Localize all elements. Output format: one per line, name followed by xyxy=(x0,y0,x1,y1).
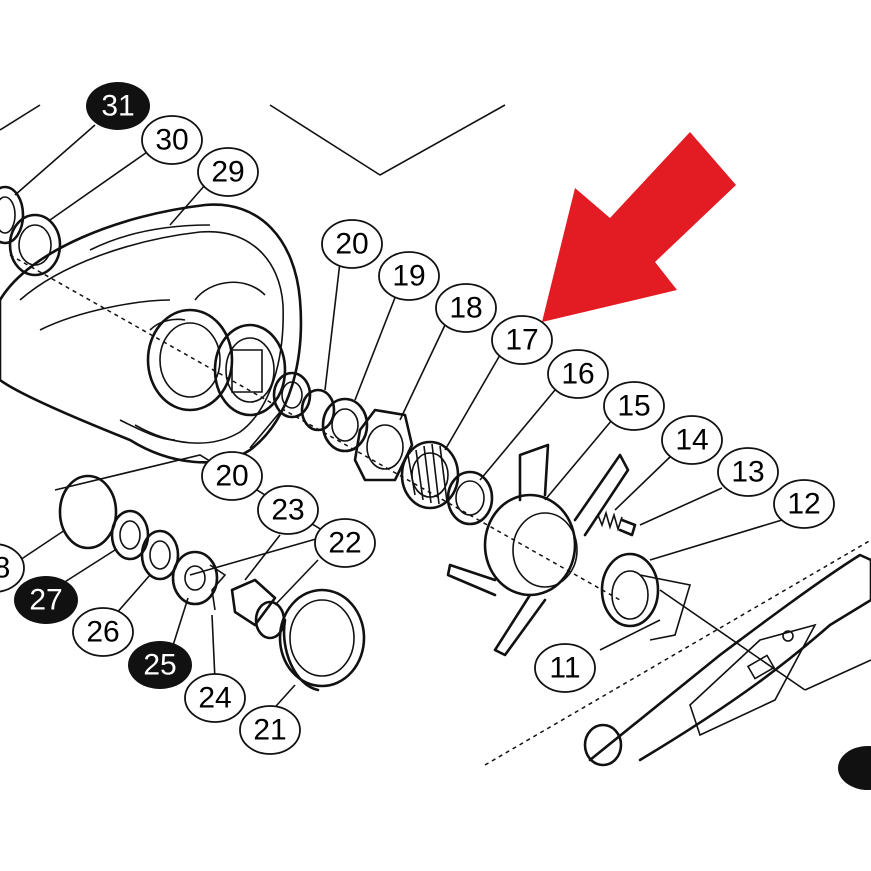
svg-text:25: 25 xyxy=(143,649,176,682)
callout-30: 30 xyxy=(141,115,203,165)
callout-18: 18 xyxy=(435,283,497,333)
svg-text:8: 8 xyxy=(0,552,10,585)
callout-14: 14 xyxy=(661,415,723,465)
svg-text:19: 19 xyxy=(392,260,425,293)
svg-text:17: 17 xyxy=(505,324,538,357)
cap-21 xyxy=(278,588,366,692)
svg-text:21: 21 xyxy=(253,714,286,747)
highlight-arrow xyxy=(542,132,736,322)
svg-text:30: 30 xyxy=(155,124,188,157)
washer-19 xyxy=(321,397,369,453)
svg-text:29: 29 xyxy=(211,156,244,189)
callout-19: 19 xyxy=(378,251,440,301)
svg-text:31: 31 xyxy=(101,90,134,123)
callout-25: 25 xyxy=(128,641,192,689)
svg-text:18: 18 xyxy=(449,292,482,325)
svg-text:26: 26 xyxy=(86,616,119,649)
callout-31: 31 xyxy=(86,82,150,130)
callout-28-partial: 8 xyxy=(0,543,25,593)
callout-20-lower: 20 xyxy=(201,451,263,501)
washer-20 xyxy=(272,371,336,432)
svg-text:24: 24 xyxy=(198,682,231,715)
svg-text:12: 12 xyxy=(787,488,820,521)
svg-text:20: 20 xyxy=(335,228,368,261)
washer-12 xyxy=(600,552,692,641)
svg-text:22: 22 xyxy=(328,527,361,560)
callout-24: 24 xyxy=(184,673,246,723)
handle-arm xyxy=(583,553,871,767)
svg-text:13: 13 xyxy=(731,456,764,489)
callout-26: 26 xyxy=(72,607,134,657)
star-drag-15 xyxy=(446,443,630,657)
washer-16 xyxy=(446,470,494,526)
svg-text:16: 16 xyxy=(561,358,594,391)
bearing-and-collar xyxy=(0,185,62,277)
callout-13: 13 xyxy=(717,447,779,497)
side-plate-body xyxy=(0,203,303,464)
svg-text:11: 11 xyxy=(549,652,580,685)
svg-text:20: 20 xyxy=(215,460,248,493)
svg-text:15: 15 xyxy=(617,390,650,423)
callout-12: 12 xyxy=(773,479,835,529)
svg-text:14: 14 xyxy=(675,424,708,457)
callout-16: 16 xyxy=(547,349,609,399)
spring-14 xyxy=(597,510,637,537)
svg-text:27: 27 xyxy=(29,584,62,617)
svg-text:23: 23 xyxy=(271,494,304,527)
callout-21: 21 xyxy=(239,705,301,755)
threaded-collar-17 xyxy=(400,440,460,510)
callout-11: 11 xyxy=(534,643,596,693)
callout-27: 27 xyxy=(14,576,78,624)
callout-15: 15 xyxy=(603,381,665,431)
callout-22: 22 xyxy=(314,518,376,568)
callout-20-upper: 20 xyxy=(321,219,383,269)
callout-partial-bottom-right xyxy=(838,746,871,790)
leader-lines xyxy=(14,124,783,716)
callout-29: 29 xyxy=(197,147,259,197)
callout-23: 23 xyxy=(257,485,319,535)
callout-17: 17 xyxy=(491,315,553,365)
